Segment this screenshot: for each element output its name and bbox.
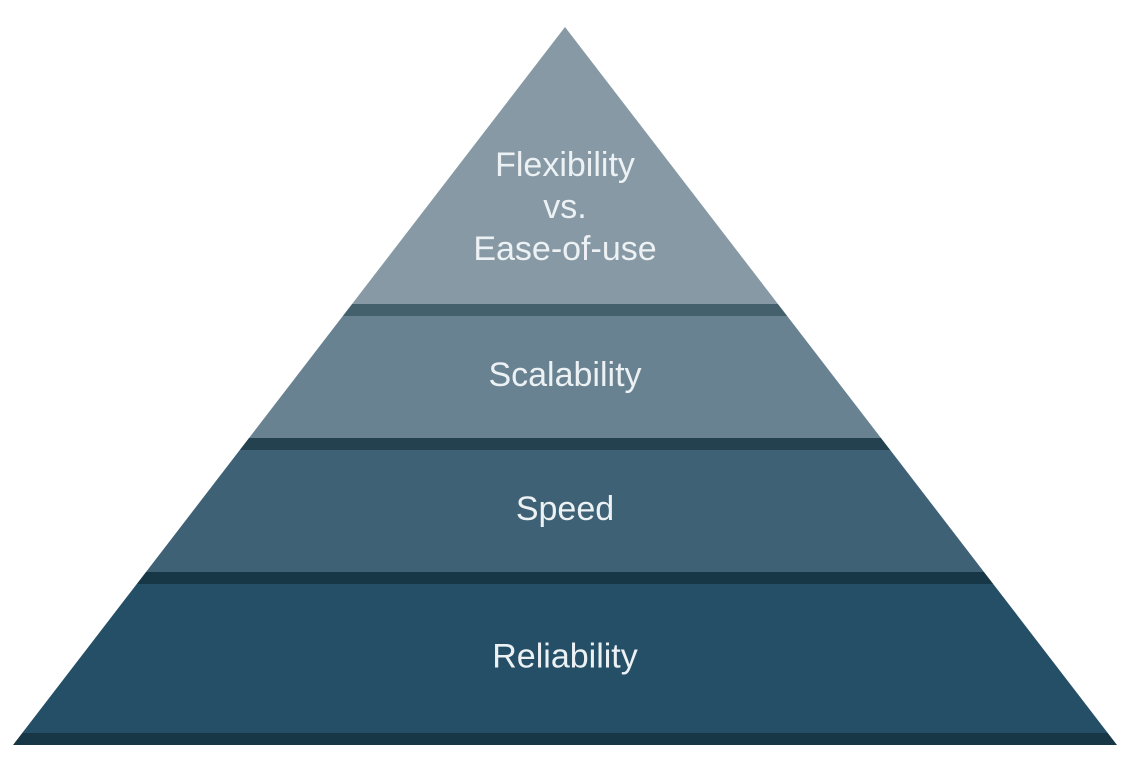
pyramid-tiers [13,27,1117,745]
pyramid-tier-1 [352,27,778,304]
pyramid-tier-3 [146,450,984,572]
pyramid-tier-separator-2 [239,438,891,450]
pyramid-tier-2 [249,316,881,438]
pyramid-tier-separator-4 [13,733,1117,745]
pyramid-tier-separator-3 [136,572,994,584]
tier-label-1-line-1: Flexibility [495,146,635,184]
tier-label-2-line-1: Scalability [488,356,641,394]
pyramid-labels: Flexibility vs. Ease-of-useScalabilitySpee… [473,146,656,676]
tier-label-1-line-2: vs. [543,188,586,226]
pyramid-tier-4 [22,584,1108,733]
pyramid-tier-separator-1 [342,304,788,316]
tier-label-4-line-1: Reliability [492,637,638,675]
tier-label-1-line-3: Ease-of-use [473,230,656,268]
tier-label-3-line-1: Speed [516,490,614,528]
